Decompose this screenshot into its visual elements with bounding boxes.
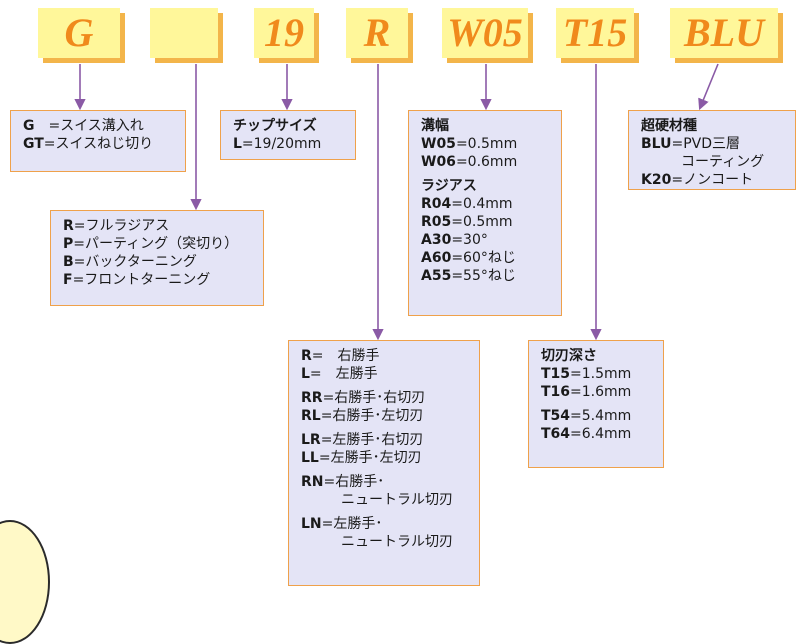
box-cutting-depth: 切刃深さ T15=1.5mm T16=1.6mm T54=5.4mm T64=6… xyxy=(528,340,664,468)
row-hand-rr: RR=右勝手･右切刃 xyxy=(301,390,426,406)
carbide-grade-title: 超硬材種 xyxy=(641,118,697,134)
box-chip-size: チップサイズ L=19/20mm xyxy=(220,110,356,160)
box-groove-type: G =スイス溝入れ GT=スイスねじ切り xyxy=(10,110,186,172)
row-hand-rn-cont: ニュートラル切刃 xyxy=(341,492,453,508)
chip-size-title: チップサイズ xyxy=(233,118,317,134)
code-tile-r: R xyxy=(346,8,408,58)
row-g: G =スイス溝入れ xyxy=(23,118,144,134)
row-hand-ll: LL=左勝手･左切刃 xyxy=(301,450,422,466)
row-hand-lr: LR=左勝手･右切刃 xyxy=(301,432,424,448)
code-tile-w05: W05 xyxy=(442,8,528,58)
groove-width-title: 溝幅 xyxy=(421,118,449,134)
row-t15: T15=1.5mm xyxy=(541,366,632,382)
row-hand-r: R= 右勝手 xyxy=(301,348,380,364)
box-groove-width: 溝幅 W05=0.5mm W06=0.6mm ラジアス R04=0.4mm R0… xyxy=(408,110,562,316)
radius-title: ラジアス xyxy=(421,178,477,194)
row-t16: T16=1.6mm xyxy=(541,384,632,400)
row-w06: W06=0.6mm xyxy=(421,154,518,170)
row-blu-cont: コーティング xyxy=(681,154,765,170)
cutting-depth-title: 切刃深さ xyxy=(541,348,597,364)
row-blu: BLU=PVD三層 xyxy=(641,136,740,152)
row-a60: A60=60°ねじ xyxy=(421,250,516,266)
code-tile-blank xyxy=(150,8,218,58)
row-mode-r: R=フルラジアス xyxy=(63,218,170,234)
row-l: L=19/20mm xyxy=(233,136,322,152)
arrow-blu xyxy=(698,63,719,111)
row-mode-b: B=バックターニング xyxy=(63,254,197,270)
row-mode-p: P=パーティング（突切り） xyxy=(63,236,239,252)
box-mode: R=フルラジアス P=パーティング（突切り） B=バックターニング F=フロント… xyxy=(50,210,264,306)
row-hand-rn: RN=右勝手･ xyxy=(301,474,385,490)
row-a55: A55=55°ねじ xyxy=(421,268,516,284)
box-carbide-grade: 超硬材種 BLU=PVD三層 コーティング K20=ノンコート xyxy=(628,110,796,190)
row-r05: R05=0.5mm xyxy=(421,214,513,230)
code-tile-t15: T15 xyxy=(556,8,634,58)
row-t54: T54=5.4mm xyxy=(541,408,632,424)
row-t64: T64=6.4mm xyxy=(541,426,632,442)
row-a30: A30=30° xyxy=(421,232,488,248)
row-mode-f: F=フロントターニング xyxy=(63,272,211,288)
row-hand-ln-cont: ニュートラル切刃 xyxy=(341,534,453,550)
row-hand-l: L= 左勝手 xyxy=(301,366,378,382)
code-tile-19: 19 xyxy=(254,8,314,58)
row-w05: W05=0.5mm xyxy=(421,136,518,152)
row-k20: K20=ノンコート xyxy=(641,172,754,188)
row-hand-rl: RL=右勝手･左切刃 xyxy=(301,408,424,424)
row-hand-ln: LN=左勝手･ xyxy=(301,516,383,532)
row-gt: GT=スイスねじ切り xyxy=(23,136,154,152)
row-r04: R04=0.4mm xyxy=(421,196,513,212)
connector-arrows xyxy=(74,63,719,341)
code-tile-blu: BLU xyxy=(670,8,778,58)
code-tile-g: G xyxy=(38,8,120,58)
box-hand: R= 右勝手 L= 左勝手 RR=右勝手･右切刃 RL=右勝手･左切刃 LR=左… xyxy=(288,340,480,586)
